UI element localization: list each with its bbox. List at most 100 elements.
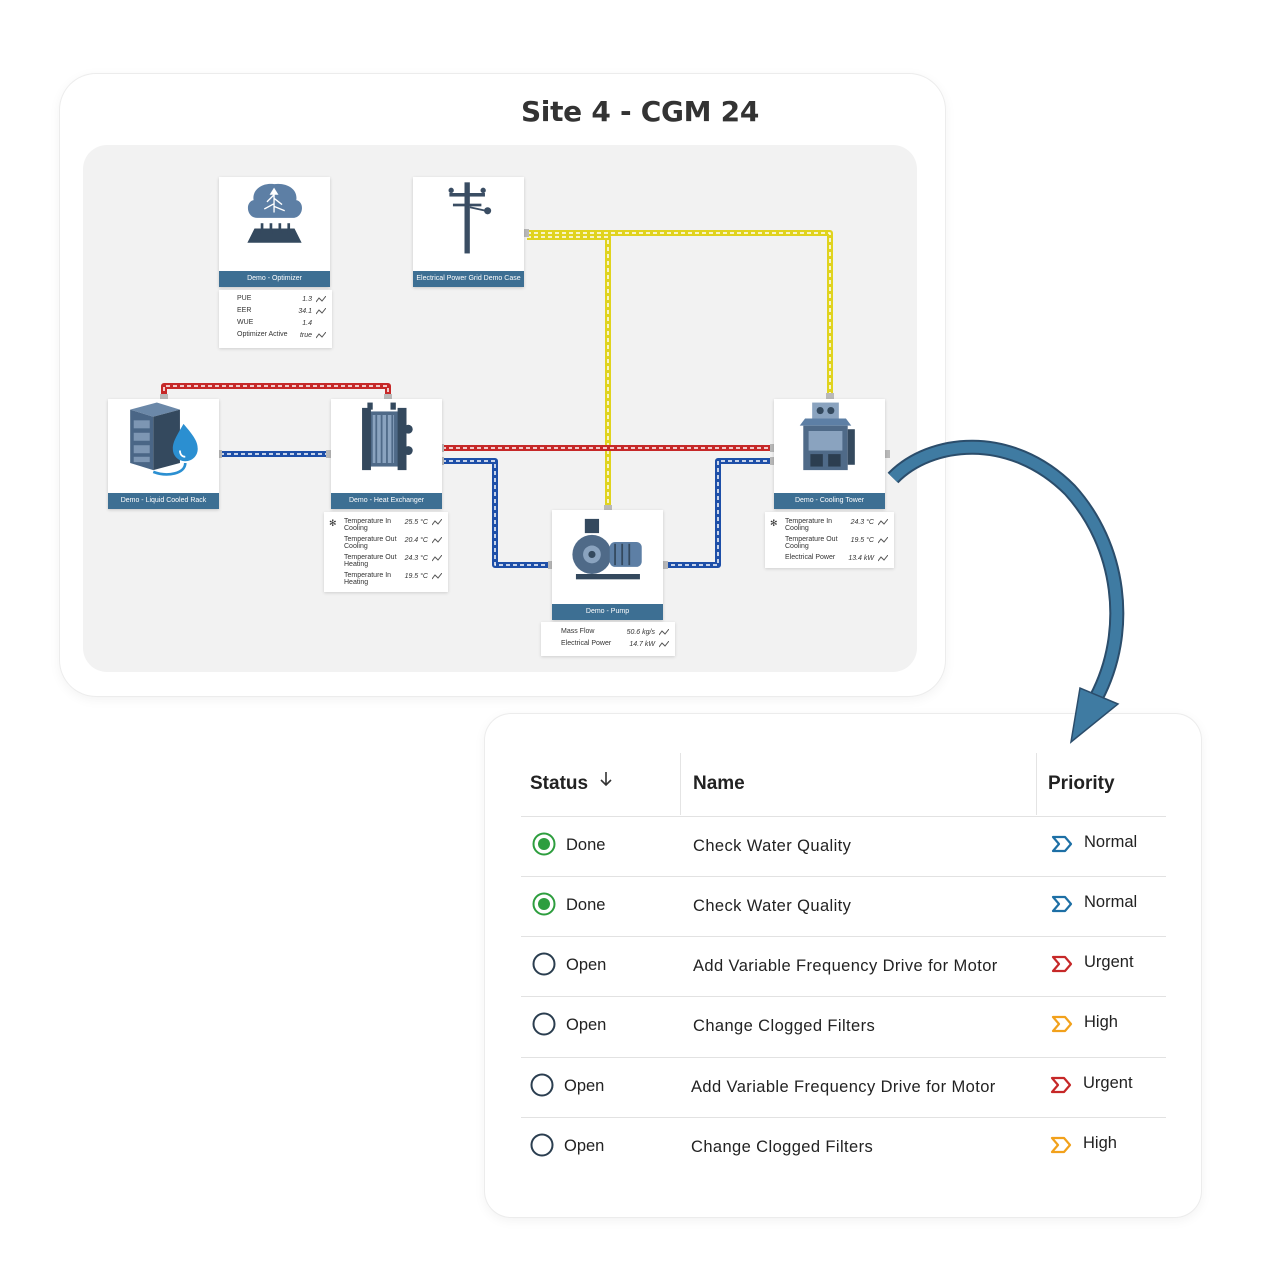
metric-value: 25.5 °C [404,519,428,526]
done-status-icon[interactable] [532,832,556,856]
priority-text: Urgent [1084,953,1134,971]
metric-name: WUE [237,319,254,326]
cloud-tree-icon [247,183,302,243]
trend-icon[interactable] [316,308,326,315]
power-line-to-pump [527,234,611,510]
site-title: Site 4 - CGM 24 [520,95,760,128]
column-divider [680,753,681,815]
fan-icon: ✻ [770,518,778,528]
status-text: Open [566,956,607,974]
metric-value: 24.3 °C [850,519,874,526]
trend-icon[interactable] [659,629,669,636]
trend-icon[interactable] [878,537,888,544]
metric-name: Temperature In Heating [344,572,392,586]
optimizer-node[interactable]: Demo - Optimizer [219,177,330,287]
normal-priority-icon [1051,835,1073,853]
priority-text: High [1084,1013,1118,1031]
hot-line-rack-hx [161,383,391,398]
task-name[interactable]: Check Water Quality [693,837,852,855]
open-status-icon[interactable] [532,952,556,976]
metric-name: Temperature Out Cooling [344,536,397,550]
cooling-tower-metrics: ✻ Temperature In Cooling 24.3 °C Tempera… [765,512,894,568]
task-name[interactable]: Check Water Quality [693,897,852,915]
metric-value: 50.6 kg/s [626,629,655,636]
task-name[interactable]: Add Variable Frequency Drive for Motor [691,1078,996,1096]
row-divider [521,996,1166,997]
priority-text: Normal [1084,833,1138,851]
trend-icon[interactable] [878,555,888,562]
status-header-label: Status [530,773,589,794]
task-name[interactable]: Change Clogged Filters [693,1017,876,1035]
metric-name: Electrical Power [785,554,836,561]
done-status-icon[interactable] [532,892,556,916]
status-text: Done [566,896,606,914]
metric-row: Temperature Out Cooling 20.4 °C [324,534,448,552]
node-label: Demo - Cooling Tower [774,493,885,509]
liquid-cooled-rack-node[interactable]: Demo - Liquid Cooled Rack [108,399,219,509]
metric-value: 34.1 [298,308,312,315]
row-divider [521,1057,1166,1058]
metric-value: 19.5 °C [850,537,874,544]
node-label: Electrical Power Grid Demo Case [413,271,524,287]
heat-exchanger-metrics: ✻ Temperature In Cooling 25.5 °C Tempera… [324,512,448,592]
power-grid-node[interactable]: Electrical Power Grid Demo Case [413,177,524,287]
metric-row: PUE 1.3 [219,293,332,305]
metric-value: 14.7 kW [629,641,655,648]
row-divider [521,876,1166,877]
trend-icon[interactable] [432,555,442,562]
cooling-tower-icon [799,402,855,471]
metric-row: Electrical Power 14.7 kW [541,638,675,650]
open-status-icon[interactable] [530,1133,554,1157]
metric-value: 13.4 kW [848,555,874,562]
task-name[interactable]: Add Variable Frequency Drive for Motor [693,957,998,975]
metric-row: Temperature In Cooling 24.3 °C [765,516,894,534]
priority-text: High [1083,1134,1117,1152]
arrow-down-icon[interactable] [599,771,613,787]
trend-icon[interactable] [316,296,326,303]
cold-line-pump-tower [664,458,774,568]
status-text: Done [566,836,606,854]
node-label: Demo - Heat Exchanger [331,493,442,509]
pump-icon [572,518,642,580]
heat-exchanger-icon [362,402,413,471]
heat-exchanger-node[interactable]: Demo - Heat Exchanger [331,399,442,509]
pump-node[interactable]: Demo - Pump [552,510,663,620]
high-priority-icon [1050,1136,1072,1154]
metric-name: Electrical Power [561,640,612,647]
trend-icon[interactable] [659,641,669,648]
cooling-tower-node[interactable]: Demo - Cooling Tower [774,399,885,509]
metric-value: 24.3 °C [404,555,428,562]
metric-value: 20.4 °C [404,537,428,544]
task-name[interactable]: Change Clogged Filters [691,1138,874,1156]
node-label: Demo - Pump [552,604,663,620]
trend-icon[interactable] [316,332,326,339]
row-divider [521,936,1166,937]
metric-row: EER 34.1 [219,305,332,317]
pump-metrics: Mass Flow 50.6 kg/s Electrical Power 14.… [541,622,675,656]
trend-icon[interactable] [432,573,442,580]
status-text: Open [566,1016,607,1034]
metric-row: Electrical Power 13.4 kW [765,552,894,564]
metric-name: Mass Flow [561,628,595,635]
node-label: Demo - Optimizer [219,271,330,287]
open-status-icon[interactable] [530,1073,554,1097]
trend-icon[interactable] [432,519,442,526]
optimizer-metrics: PUE 1.3 EER 34.1 WUE 1.4 Optimizer Activ… [219,290,332,348]
trend-icon[interactable] [878,519,888,526]
open-status-icon[interactable] [532,1012,556,1036]
power-pole-icon [448,182,492,254]
column-header-status[interactable]: Status [530,771,613,795]
metric-value: 1.3 [302,296,312,303]
trend-icon[interactable] [432,537,442,544]
metric-name: Temperature In Cooling [785,518,833,532]
metric-row: Temperature In Cooling 25.5 °C [324,516,448,534]
column-header-name[interactable]: Name [693,773,745,794]
metric-name: EER [237,307,252,314]
metric-name: PUE [237,295,252,302]
metric-value: 19.5 °C [404,573,428,580]
node-label: Demo - Liquid Cooled Rack [108,493,219,509]
priority-text: Normal [1084,893,1138,911]
column-header-priority[interactable]: Priority [1048,773,1115,794]
high-priority-icon [1051,1015,1073,1033]
metric-row: Temperature Out Heating 24.3 °C [324,552,448,570]
